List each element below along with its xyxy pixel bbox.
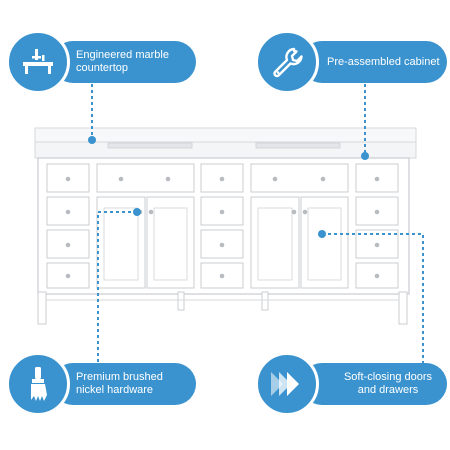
feature-hardware-pill: Premium brushed nickel hardware [52, 363, 196, 405]
callout-dot-cabinet [361, 152, 369, 160]
doors-right [250, 196, 349, 289]
soft-close-icon [255, 352, 319, 416]
callout-dot-countertop [88, 136, 96, 144]
wrench-icon [255, 30, 319, 94]
feature-softclose-pill: Soft-closing doors and drawers [301, 363, 447, 405]
feature-assembly-pill: Pre-assembled cabinet [301, 41, 447, 83]
sink-left [107, 142, 193, 149]
leg-mid-right [261, 291, 269, 311]
feature-softclose: Soft-closing doors and drawers [255, 352, 447, 416]
sink-right [255, 142, 341, 149]
brush-icon [6, 352, 70, 416]
countertop-icon [6, 30, 70, 94]
leg-right [398, 291, 408, 325]
drawer-column-left [46, 163, 90, 289]
drawer-column-center [200, 163, 244, 289]
feature-hardware-line2: nickel hardware [76, 384, 154, 396]
feature-assembly-line1: Pre-assembled cabinet [327, 55, 440, 68]
feature-hardware: Premium brushed nickel hardware [6, 352, 196, 416]
callout-lines [91, 84, 424, 366]
callout-dot-hardware [133, 208, 141, 216]
feature-softclose-line2: and drawers [357, 384, 419, 396]
feature-hardware-line1: Premium brushed [76, 371, 163, 383]
feature-countertop-line1: Engineered marble [76, 49, 169, 61]
feature-softclose-line1: Soft-closing doors [343, 371, 433, 383]
leg-mid-left [177, 291, 185, 311]
feature-countertop-pill: Engineered marble countertop [52, 41, 196, 83]
feature-assembly: Pre-assembled cabinet [255, 30, 447, 94]
top-drawer-left [96, 163, 195, 193]
feature-countertop: Engineered marble countertop [6, 30, 196, 94]
doors-left [96, 196, 195, 289]
drawer-column-right [355, 163, 399, 289]
leg-left [37, 291, 47, 325]
callout-dot-softclose [318, 230, 326, 238]
backsplash [34, 127, 417, 143]
top-drawer-right [250, 163, 349, 193]
feature-countertop-line2: countertop [76, 62, 128, 74]
